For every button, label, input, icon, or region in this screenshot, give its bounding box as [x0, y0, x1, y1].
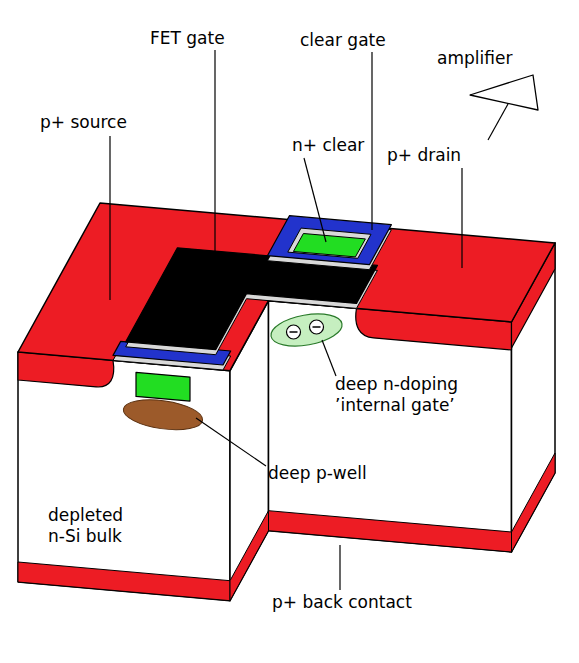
electron-minus [290, 331, 298, 333]
front-face [18, 352, 230, 601]
electron-symbol [310, 320, 324, 334]
leader-line [109, 136, 110, 300]
leader-line [461, 168, 462, 268]
electron-symbol [287, 325, 301, 339]
electron-minus [313, 326, 321, 328]
leader-line [322, 340, 336, 376]
callout-label: depleted n-Si bulk [48, 505, 133, 548]
back-contact-band [230, 511, 269, 601]
back-contact-band [512, 453, 556, 552]
callout-label: deep n-doping ’internal gate’ [335, 374, 475, 417]
clear-contact [293, 234, 365, 257]
callout-label: FET gate [150, 28, 225, 49]
callout-label: n+ clear [292, 135, 364, 156]
deep-p-well [121, 395, 204, 434]
back-contact-band [18, 562, 230, 601]
callout-label: p+ source [40, 112, 127, 133]
callout-label: amplifier [437, 48, 512, 69]
clear-gate-ring [267, 216, 391, 265]
back-contact-band [269, 511, 512, 552]
recessed-face [269, 301, 512, 552]
leader-line [196, 418, 266, 466]
internal-gate [268, 309, 344, 351]
callout-label: p+ back contact [272, 592, 412, 613]
leader-line [304, 158, 326, 242]
leader-line [214, 50, 215, 270]
callout-label: p+ drain [387, 145, 461, 166]
clear-implant-section [136, 372, 190, 401]
amplifier-symbol [470, 75, 538, 110]
clear-gate-inner-edge [288, 228, 371, 258]
callout-label: deep p-well [268, 463, 367, 484]
leader-line [371, 52, 372, 230]
amplifier-wire [488, 104, 508, 140]
leader-line [339, 545, 340, 590]
top-surface [18, 203, 555, 371]
callout-label: clear gate [300, 30, 386, 51]
